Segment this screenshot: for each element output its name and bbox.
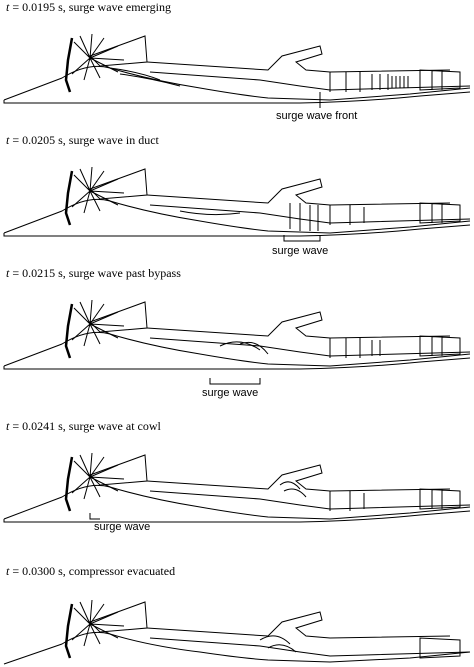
inlet-contour-plot — [3, 33, 471, 108]
caption-text: = 0.0241 s, surge wave at cowl — [9, 419, 161, 433]
annotation-label: surge wave — [94, 521, 151, 533]
panel-2: t = 0.0205 s, surge wave in duct surge w… — [0, 133, 474, 266]
annotation-label: surge wave — [272, 245, 329, 257]
panel-3: t = 0.0215 s, surge wave past bypass sur… — [0, 266, 474, 399]
annotation-label: surge wave — [202, 387, 259, 399]
panel-caption: t = 0.0241 s, surge wave at cowl — [6, 419, 161, 434]
panel-4: t = 0.0241 s, surge wave at cowl surge w… — [0, 399, 474, 533]
time-symbol: t — [6, 266, 10, 280]
panel-caption: t = 0.0205 s, surge wave in duct — [6, 133, 159, 148]
caption-text: = 0.0195 s, surge wave emerging — [9, 0, 171, 14]
panel-caption: t = 0.0300 s, compressor evacuated — [6, 564, 175, 579]
inlet-contour-plot — [3, 452, 471, 523]
time-symbol: t — [6, 133, 10, 147]
inlet-contour-plot — [3, 299, 471, 385]
panel-caption: t = 0.0215 s, surge wave past bypass — [6, 266, 181, 281]
caption-text: = 0.0205 s, surge wave in duct — [9, 133, 159, 147]
caption-text: = 0.0215 s, surge wave past bypass — [9, 266, 181, 280]
panel-caption: t = 0.0195 s, surge wave emerging — [6, 0, 171, 15]
annotation-label: surge wave front — [276, 110, 358, 122]
panel-1: t = 0.0195 s, surge wave emerging surge … — [0, 0, 474, 133]
caption-text: = 0.0300 s, compressor evacuated — [9, 564, 176, 578]
time-symbol: t — [6, 0, 10, 14]
panel-5: t = 0.0300 s, compressor evacuated — [0, 532, 474, 665]
time-symbol: t — [6, 564, 10, 578]
time-symbol: t — [6, 419, 10, 433]
inlet-contour-plot — [3, 166, 471, 242]
inlet-contour-plot — [3, 599, 471, 665]
